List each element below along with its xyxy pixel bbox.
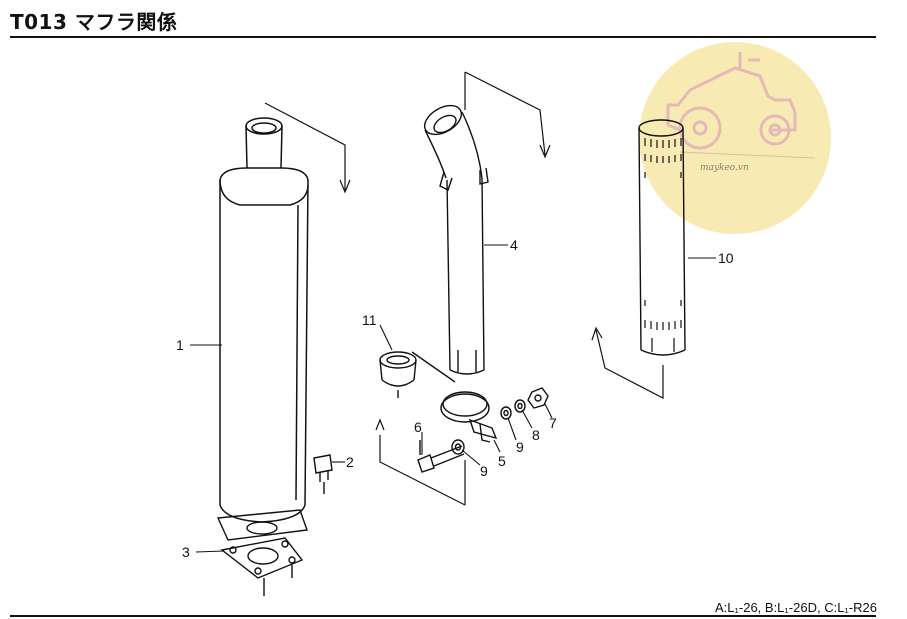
callout-7: 7 — [549, 415, 557, 431]
watermark-text: maykeo.vn — [700, 163, 749, 173]
callout-8: 8 — [532, 427, 540, 443]
muffler-outlet-flange — [216, 509, 308, 541]
page-title: T013 マフラ関係 — [10, 10, 178, 34]
callout-11: 11 — [362, 312, 377, 328]
callout-10: 10 — [718, 250, 734, 266]
callout-5: 5 — [498, 453, 506, 469]
callout-4: 4 — [510, 237, 518, 253]
grommet — [379, 351, 456, 398]
assembly-arrow-3 — [375, 418, 466, 506]
guard-perforations — [644, 138, 682, 352]
clamp-band — [440, 391, 498, 443]
assembly-arrow-1 — [264, 102, 351, 194]
tail-pipe — [423, 104, 489, 375]
tractor-icon — [666, 52, 797, 150]
leader-lines — [190, 244, 716, 553]
callout-1: 1 — [176, 337, 184, 353]
assembly-arrow-2 — [464, 71, 551, 159]
perforated-guard — [638, 119, 686, 356]
footer-rule — [10, 615, 876, 617]
callout-9-lower: 9 — [480, 463, 488, 479]
clamp-bolt — [417, 440, 465, 473]
watermark-badge: maykeo.vn — [639, 42, 831, 234]
gasket — [220, 537, 304, 596]
callout-3: 3 — [182, 544, 190, 560]
callout-2: 2 — [346, 454, 354, 470]
callout-9-upper: 9 — [516, 439, 524, 455]
muffler-body — [219, 117, 309, 523]
bolt-part-2 — [313, 454, 333, 494]
callout-6: 6 — [414, 419, 422, 435]
washer-lower — [451, 439, 465, 455]
spring-washer — [514, 399, 526, 413]
washer-upper — [500, 406, 512, 420]
model-applicability-note: A:L₁-26, B:L₁-26D, C:L₁-R26 — [714, 600, 877, 615]
hex-nut — [527, 387, 549, 409]
assembly-arrow-4 — [591, 326, 664, 399]
header-rule — [10, 36, 876, 38]
